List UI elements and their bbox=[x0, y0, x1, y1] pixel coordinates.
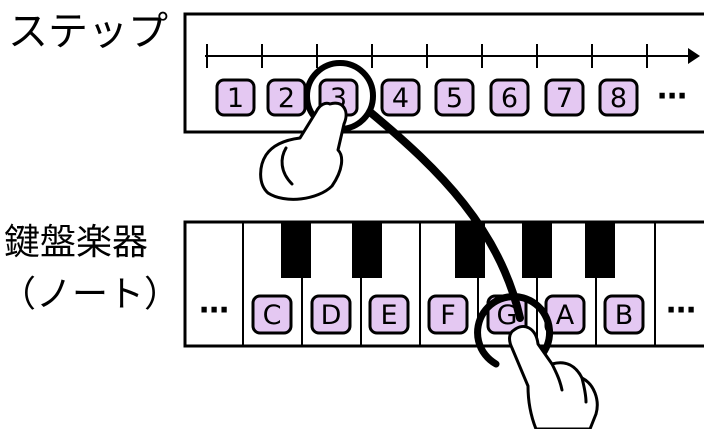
step-number: 5 bbox=[446, 83, 463, 114]
step-tile-6[interactable]: 6 bbox=[491, 80, 528, 115]
step-number: 1 bbox=[227, 83, 244, 114]
black-key-a-sharp bbox=[585, 222, 615, 278]
note-letter: C bbox=[263, 300, 282, 331]
step-tile-2[interactable]: 2 bbox=[268, 80, 305, 115]
step-number: 8 bbox=[610, 83, 627, 114]
note-tile-c[interactable]: C bbox=[253, 296, 291, 333]
step-number: 6 bbox=[501, 83, 518, 114]
step-number: 4 bbox=[392, 83, 409, 114]
notes-ellipsis-left: ⋯ bbox=[199, 293, 229, 328]
black-key-g-sharp bbox=[522, 222, 552, 278]
steps-ellipsis: ⋯ bbox=[657, 79, 687, 114]
note-letter: B bbox=[615, 300, 634, 331]
note-letter: E bbox=[380, 300, 397, 331]
step-tile-1[interactable]: 1 bbox=[217, 80, 254, 115]
note-tile-e[interactable]: E bbox=[370, 296, 408, 333]
note-tile-f[interactable]: F bbox=[429, 296, 467, 333]
step-tile-7[interactable]: 7 bbox=[546, 80, 583, 115]
step-number: 2 bbox=[278, 83, 295, 114]
step-number: 7 bbox=[556, 83, 573, 114]
notes-ellipsis-right: ⋯ bbox=[666, 293, 696, 328]
step-tile-5[interactable]: 5 bbox=[436, 80, 473, 115]
step-tile-4[interactable]: 4 bbox=[382, 80, 419, 115]
black-key-c-sharp bbox=[281, 222, 311, 278]
note-tile-d[interactable]: D bbox=[312, 296, 350, 333]
note-letter: D bbox=[321, 300, 342, 331]
step-tile-8[interactable]: 8 bbox=[600, 80, 637, 115]
note-tile-b[interactable]: B bbox=[605, 296, 643, 333]
note-letter: F bbox=[440, 300, 456, 331]
black-key-d-sharp bbox=[352, 222, 382, 278]
note-letter: A bbox=[556, 300, 575, 331]
